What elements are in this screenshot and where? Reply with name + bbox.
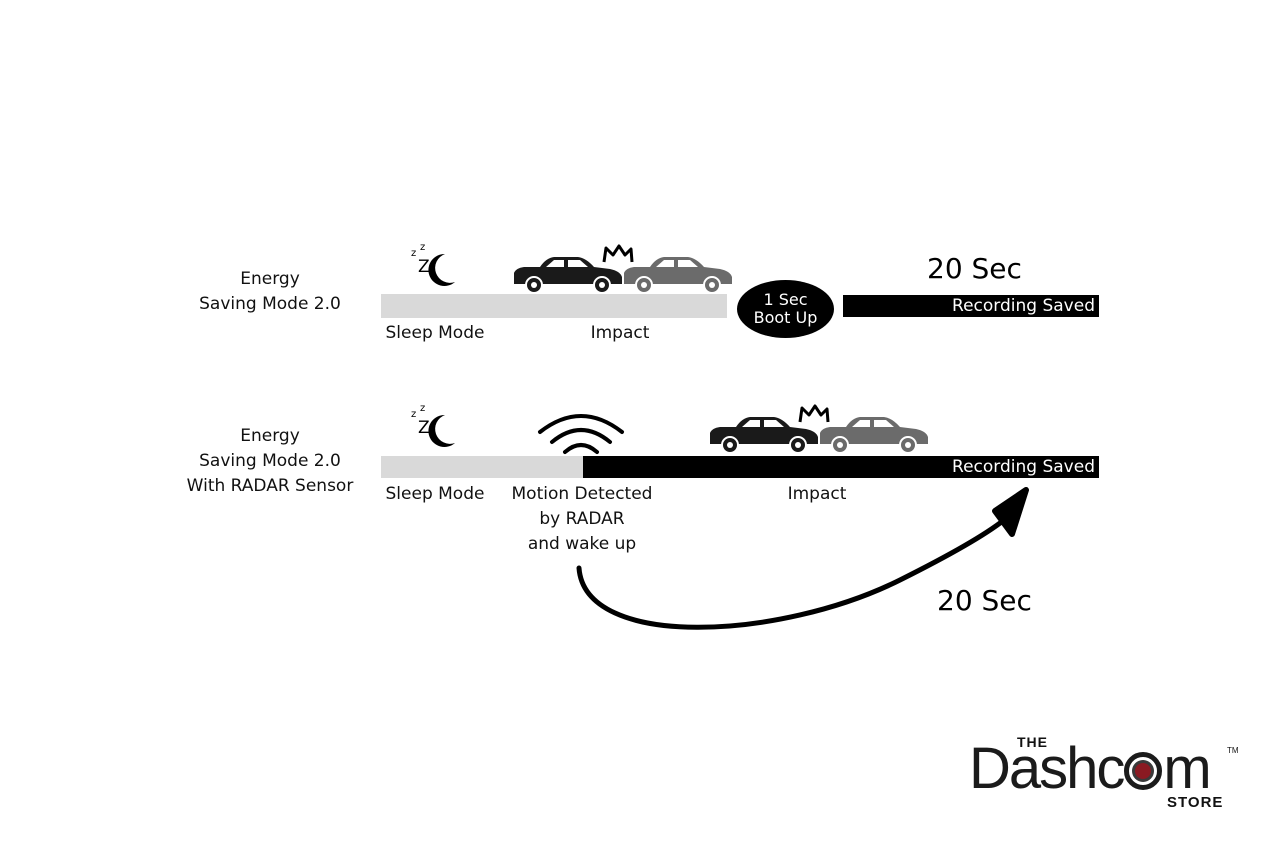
row2-label: Energy Saving Mode 2.0 With RADAR Sensor [170,424,370,499]
row2-impact-label: Impact [787,484,847,504]
row1-recording-bar: Recording Saved [843,295,1099,317]
logo-main-right: m [1163,736,1211,801]
boot-up-line: 1 Sec [763,290,808,309]
moon-zzz-icon: z z Z [411,403,455,447]
row1-label-line: Saving Mode 2.0 [199,294,341,314]
row1-recording-label: Recording Saved [952,296,1095,316]
row1-impact-label: Impact [590,323,650,343]
front-car-icon [514,257,622,294]
boot-up-oval: 1 Sec Boot Up [737,280,834,338]
row2-sleep-bar [381,456,583,478]
rear-car-icon [820,417,928,454]
row1-sleep-label: Sleep Mode [385,323,485,343]
logo-the: THE [1017,734,1048,750]
motion-line: Motion Detected [511,484,653,504]
lens-icon [1124,752,1163,790]
radar-waves-icon [538,414,624,454]
row1-label-line: Energy [240,269,300,289]
row2-label-line: With RADAR Sensor [186,476,354,496]
svg-text:Z: Z [418,257,430,277]
front-car-icon [710,417,818,454]
row2-label-line: Energy [240,426,300,446]
svg-text:z: z [420,242,425,253]
row1-sleep-bar [381,294,727,318]
logo-store: STORE [1167,794,1224,811]
logo-main-left: Dashc [969,736,1125,801]
row2-label-line: Saving Mode 2.0 [199,451,341,471]
svg-text:z: z [411,248,416,259]
svg-text:z: z [420,403,425,414]
row2-recording-label: Recording Saved [952,457,1095,477]
motion-line: and wake up [527,534,637,554]
row1-duration: 20 Sec [927,252,1022,285]
car-collision-icon [710,404,928,454]
boot-up-line: Boot Up [753,308,818,327]
row1-label: Energy Saving Mode 2.0 [170,267,370,317]
rear-car-icon [624,257,732,294]
svg-text:z: z [411,409,416,420]
row2-duration: 20 Sec [937,584,1032,617]
row2-recording-bar: Recording Saved [583,456,1099,478]
car-collision-icon [514,244,732,294]
svg-text:Z: Z [418,418,430,438]
moon-zzz-icon: z z Z [411,242,455,286]
motion-line: by RADAR [539,509,625,529]
logo-tm: TM [1227,746,1239,755]
motion-detected-label: Motion Detected by RADAR and wake up [496,482,668,557]
row2-sleep-label: Sleep Mode [385,484,485,504]
